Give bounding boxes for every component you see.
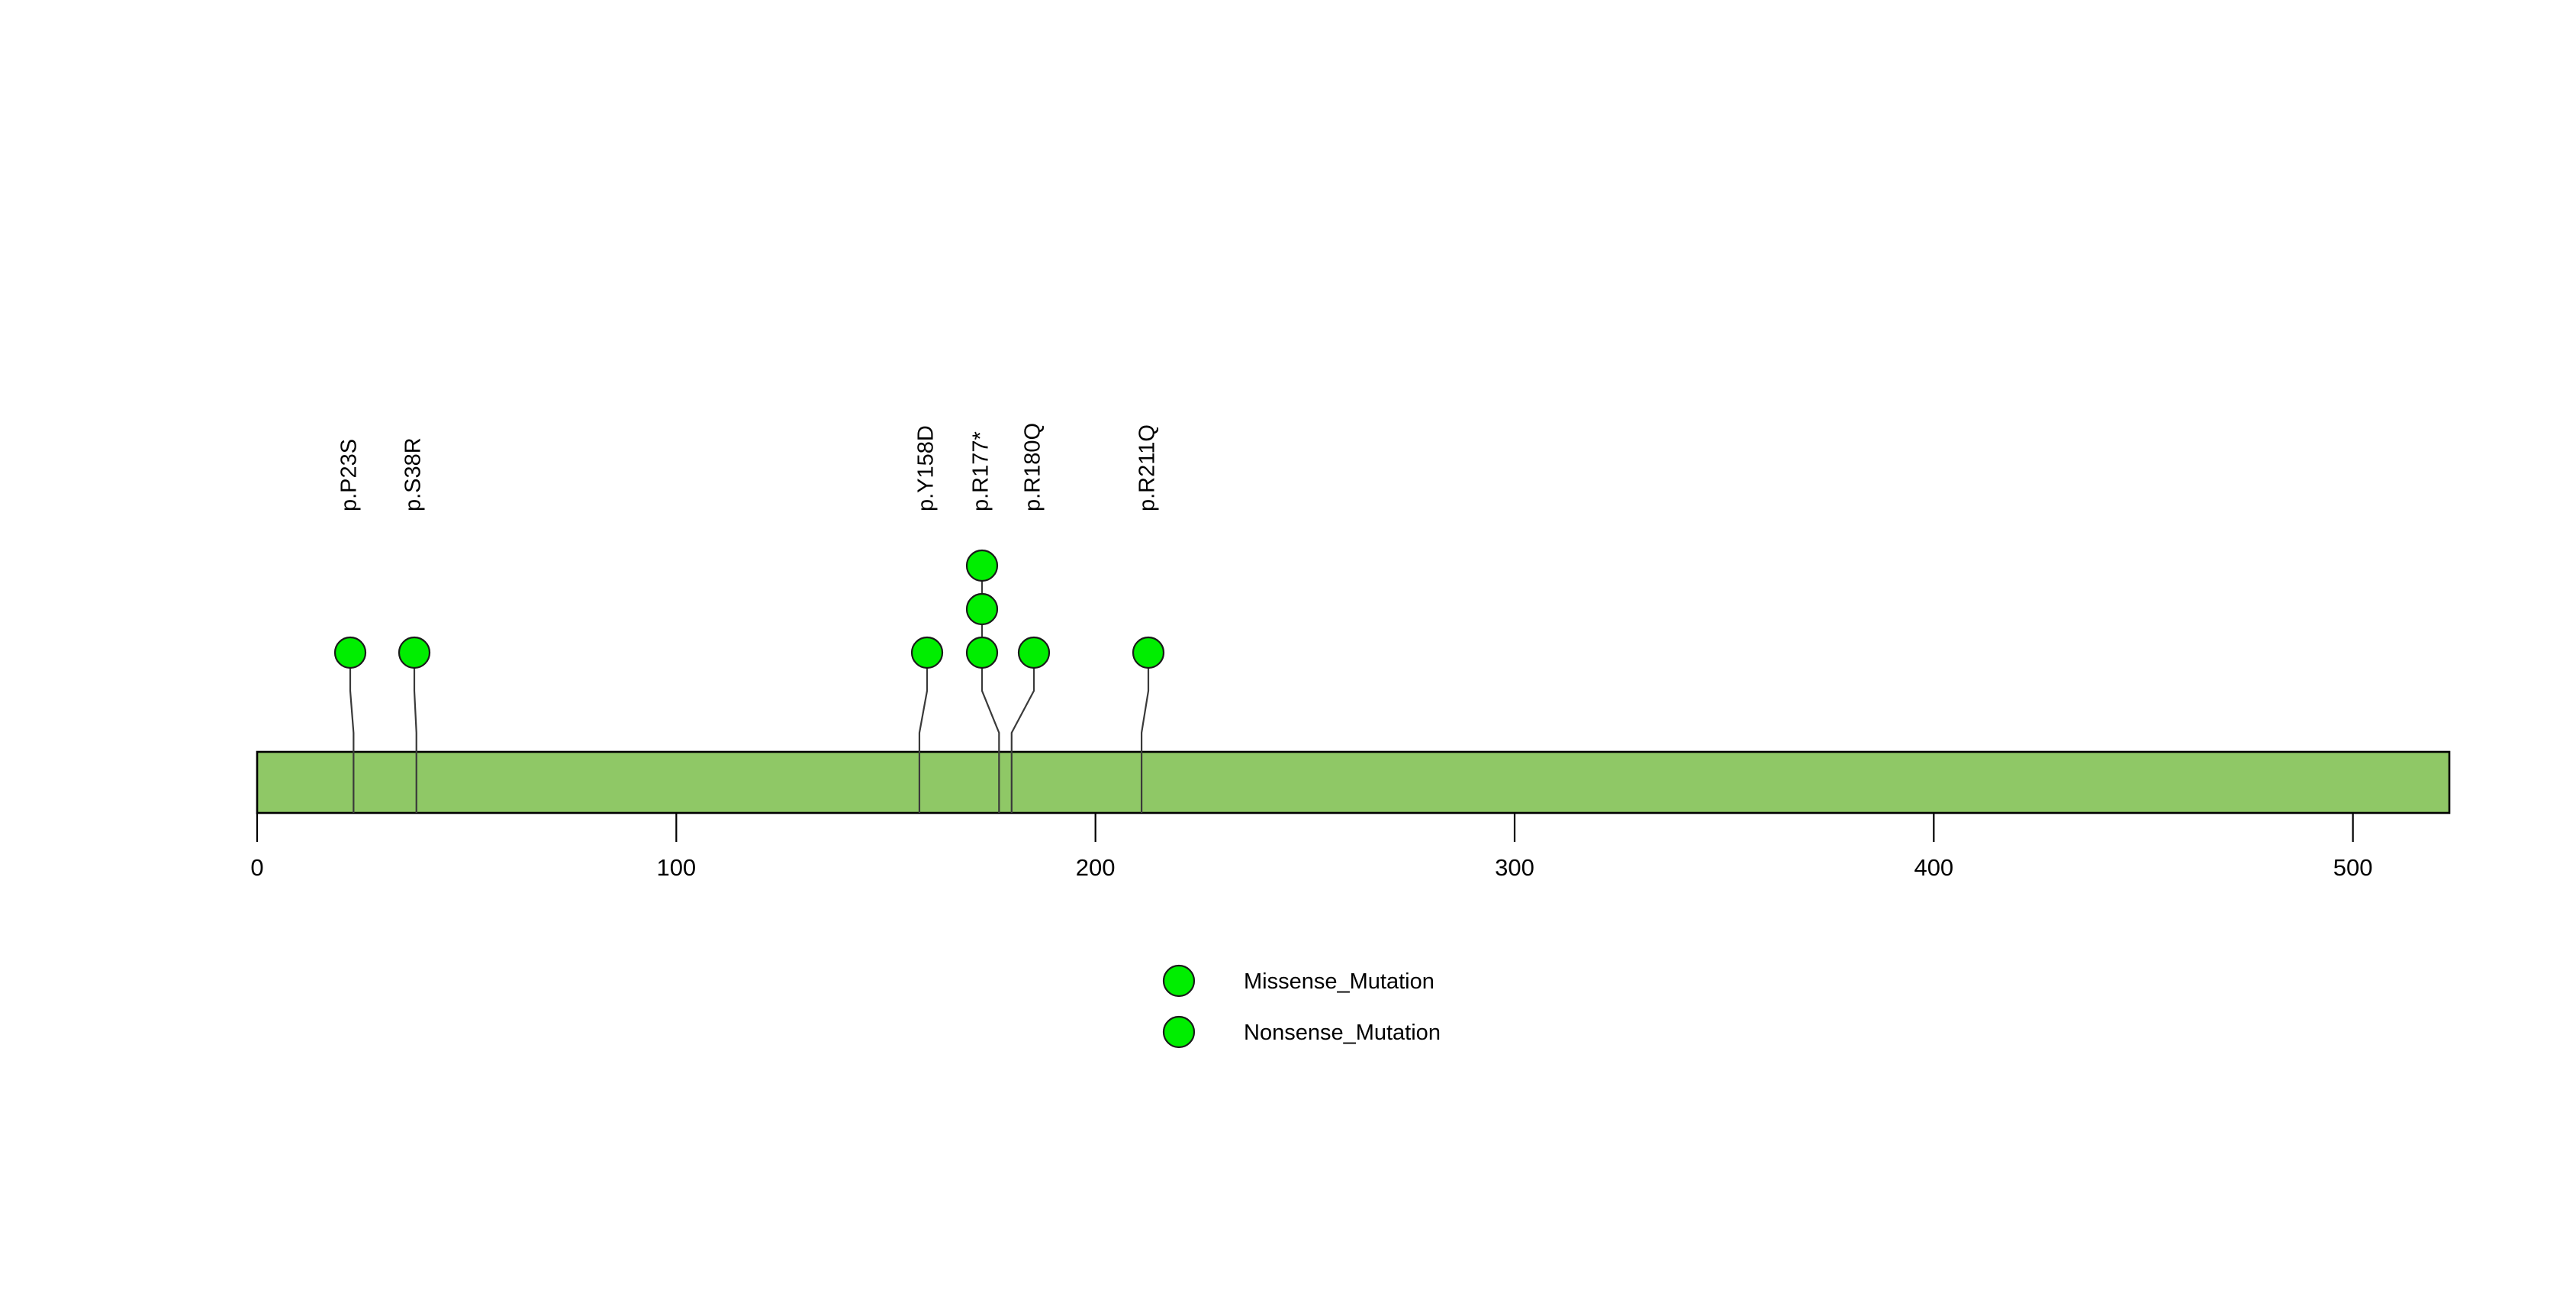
axis-tick-label-400: 400 (1914, 854, 1953, 881)
axis-tick-label-200: 200 (1076, 854, 1116, 881)
lollipop-head-pR211Q[interactable] (1132, 636, 1165, 669)
legend-swatch-missense_mutation[interactable] (1162, 964, 1196, 998)
lollipop-head-pY158D[interactable] (910, 636, 944, 669)
lollipop-head-pR180Q[interactable] (1017, 636, 1051, 669)
mutation-label-pP23S: p.P23S (337, 439, 362, 511)
axis-tick-label-300: 300 (1495, 854, 1534, 881)
axis-tick-labels: 0 100 200 300 400 500 (250, 854, 2372, 881)
lollipop-head-pR177[interactable] (965, 549, 999, 582)
mutation-labels: p.P23S p.S38R p.Y158D p.R177* p.R180Q p.R211Q (337, 423, 1160, 511)
axis-tick-label-0: 0 (250, 854, 263, 881)
protein-backbone-bar (256, 750, 2451, 814)
lollipop-head-pR177[interactable] (965, 592, 999, 626)
legend-label-missense_mutation: Missense_Mutation (1244, 969, 1435, 994)
legend-swatch-nonsense_mutation[interactable] (1162, 1015, 1196, 1049)
mutation-label-pR180Q: p.R180Q (1021, 423, 1045, 511)
lollipop-heads (333, 549, 1165, 669)
lollipop-head-pP23S[interactable] (333, 636, 367, 669)
mutation-label-pY158D: p.Y158D (914, 425, 939, 511)
axis-tick-label-100: 100 (656, 854, 696, 881)
mutation-label-pS38R: p.S38R (401, 437, 426, 511)
mutation-label-pR211Q: p.R211Q (1135, 424, 1160, 511)
lollipop-head-pR177[interactable] (965, 636, 999, 669)
mutation-label-pR177: p.R177* (969, 431, 993, 511)
lollipop-head-pS38R[interactable] (398, 636, 431, 669)
axis-tick-label-500: 500 (2333, 854, 2373, 881)
legend-label-nonsense_mutation: Nonsense_Mutation (1244, 1021, 1441, 1045)
axis-ticks (256, 813, 2354, 842)
